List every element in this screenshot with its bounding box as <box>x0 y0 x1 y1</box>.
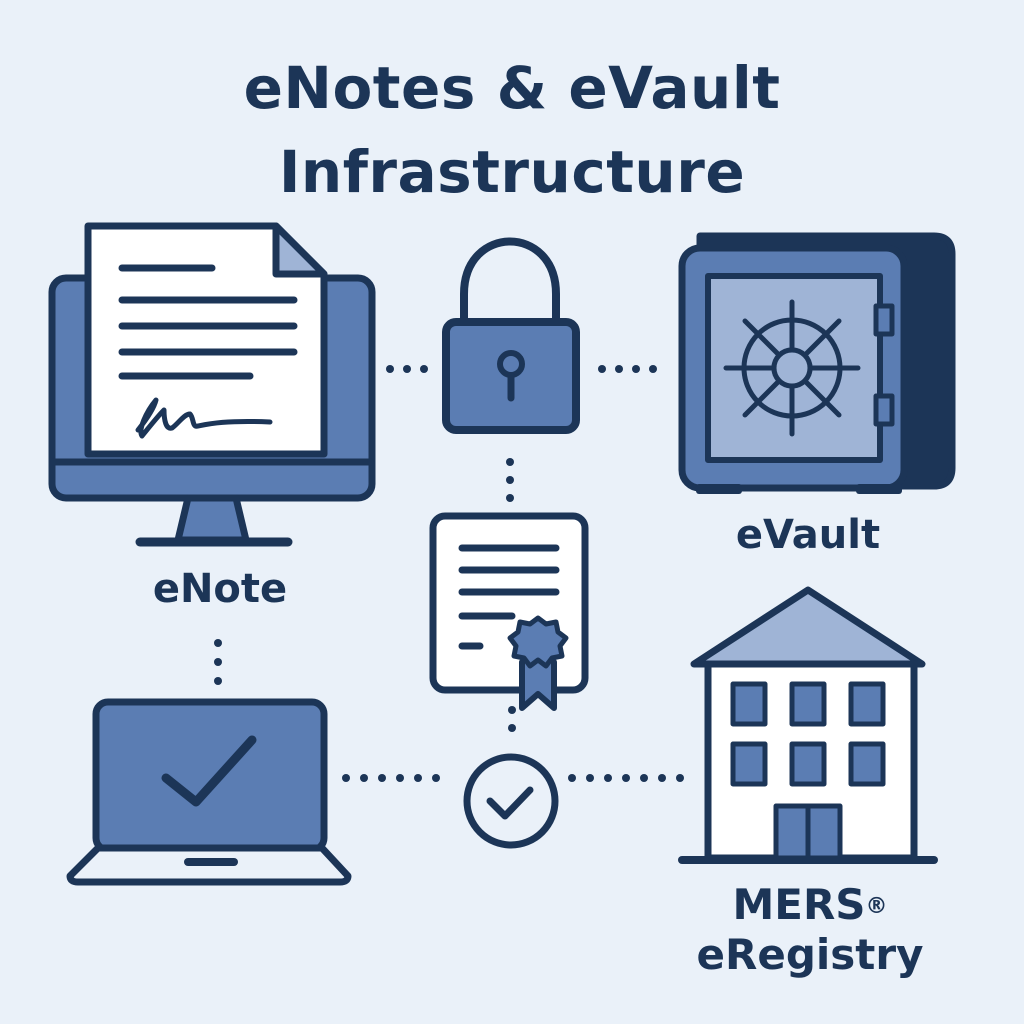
safe-dial-icon <box>723 299 861 437</box>
connector-certificate-verify <box>508 706 516 732</box>
mers-eregistry-label: MERS® eRegistry <box>690 880 930 980</box>
registered-mark: ® <box>865 894 888 919</box>
connector-enote-lock <box>386 365 428 373</box>
connector-verify-mers <box>568 774 684 782</box>
padlock-icon <box>442 237 580 434</box>
building-icon <box>678 586 938 864</box>
connector-lock-evault <box>598 365 657 373</box>
certificate-icon <box>429 512 589 711</box>
laptop-check-icon <box>66 698 352 886</box>
safe-icon <box>678 232 956 494</box>
connector-enote-laptop <box>214 639 222 685</box>
diagram-title: eNotes & eVault Infrastructure <box>0 46 1024 214</box>
mers-label-line-2: eRegistry <box>696 930 924 979</box>
check-circle-icon <box>463 753 559 849</box>
evault-label: eVault <box>735 512 881 558</box>
mers-label-line-1: MERS <box>732 880 866 929</box>
monitor-document-icon <box>48 222 376 547</box>
title-line-2: Infrastructure <box>278 138 746 206</box>
connectors <box>214 365 684 782</box>
enote-label: eNote <box>152 566 288 612</box>
connector-lock-certificate <box>506 458 514 502</box>
connector-laptop-verify <box>342 774 440 782</box>
title-line-1: eNotes & eVault <box>243 54 781 122</box>
